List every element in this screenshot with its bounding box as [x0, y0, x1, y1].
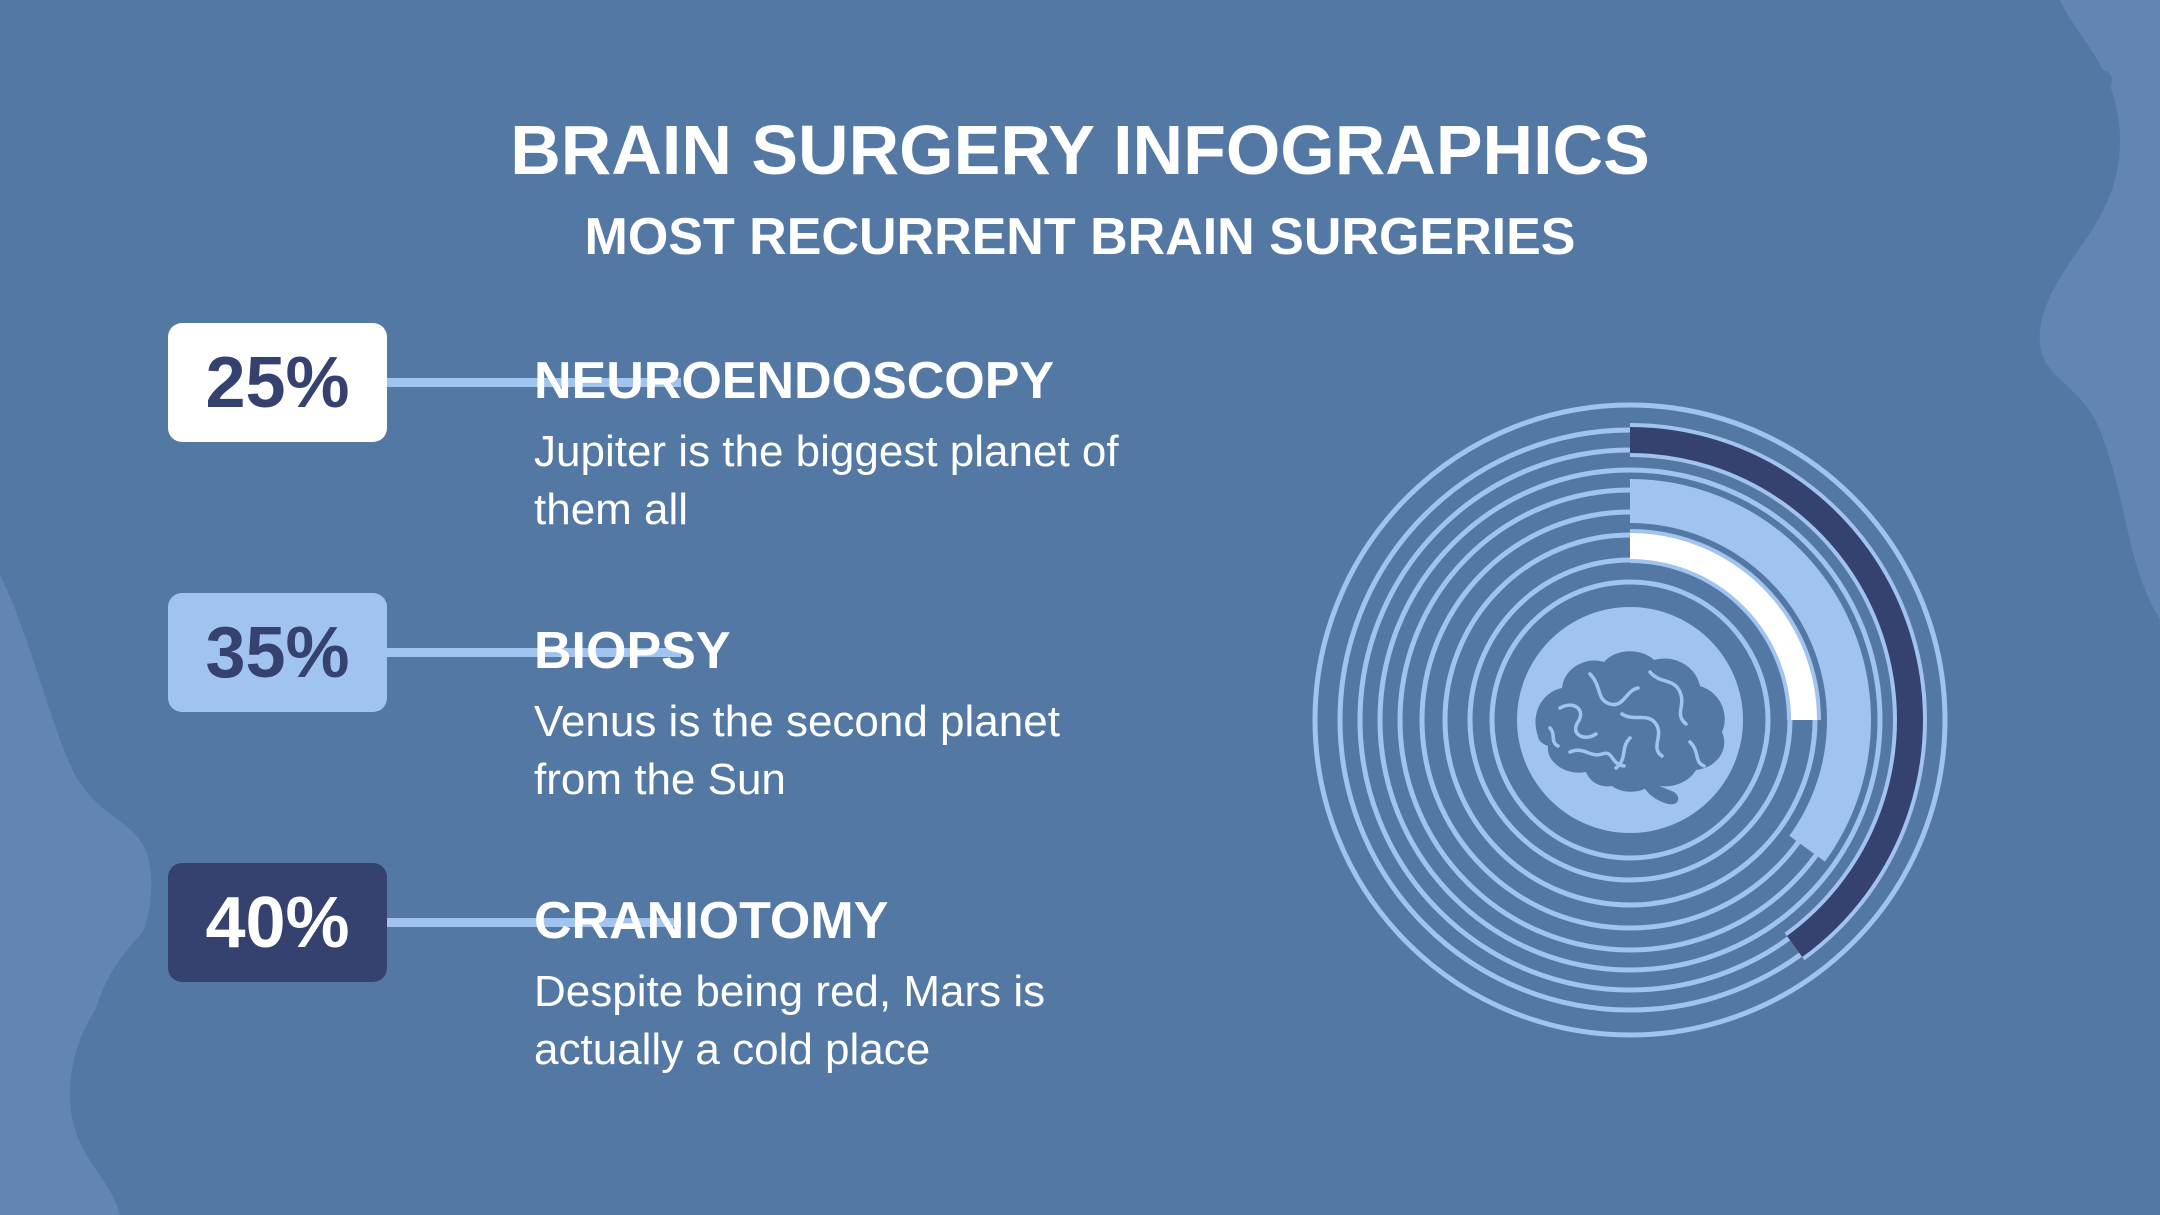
- radial-bar-neuroendoscopy: [1629, 533, 1817, 721]
- connector-line: [387, 648, 681, 657]
- radial-bar-chart: [1312, 402, 1948, 1038]
- connector-line: [387, 918, 681, 927]
- connector-line: [387, 378, 681, 387]
- percent-badge: 25%: [168, 323, 387, 442]
- radial-bar-craniotomy: [1629, 427, 1923, 958]
- brain-icon: [1535, 651, 1725, 805]
- chart-track-ring: [1377, 467, 1883, 973]
- page-title: BRAIN SURGERY INFOGRAPHICS: [510, 111, 1650, 189]
- surgery-item-craniotomy: 40% CRANIOTOMY Despite being red, Mars i…: [168, 863, 1168, 1093]
- surgery-description: Venus is the second planet from the Sun: [534, 697, 1060, 804]
- surgery-description: Despite being red, Mars is actually a co…: [534, 967, 1046, 1074]
- chart-track-ring: [1489, 579, 1771, 861]
- surgery-title: CRANIOTOMY: [534, 892, 889, 950]
- surgery-title: NEUROENDOSCOPY: [534, 352, 1055, 410]
- percent-badge: 40%: [168, 863, 387, 982]
- background-blob-right: [2039, 0, 2160, 620]
- page-subtitle: MOST RECURRENT BRAIN SURGERIES: [584, 208, 1576, 266]
- background-blob-left: [0, 575, 154, 1215]
- chart-bars: [1629, 423, 1927, 961]
- surgery-item-biopsy: 35% BIOPSY Venus is the second planet fr…: [168, 593, 1168, 823]
- chart-track-ring: [1312, 402, 1948, 1038]
- percent-badge: 35%: [168, 593, 387, 712]
- radial-bar-biopsy: [1629, 483, 1867, 860]
- surgery-title: BIOPSY: [534, 622, 731, 680]
- surgery-description: Jupiter is the biggest planet of them al…: [534, 427, 1119, 534]
- surgery-item-neuroendoscopy: 25% NEUROENDOSCOPY Jupiter is the bigges…: [168, 323, 1168, 553]
